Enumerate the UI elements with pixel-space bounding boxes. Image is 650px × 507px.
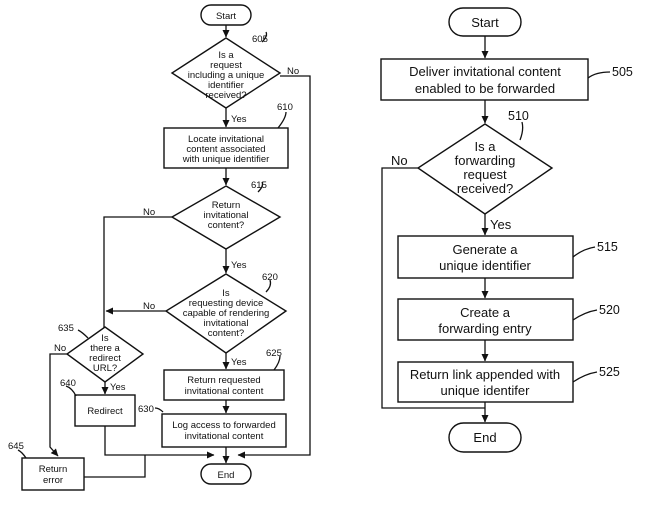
process-630-line: Log access to forwarded	[172, 420, 276, 431]
decision-635-line: URL?	[93, 363, 117, 374]
decision-635-no-label: No	[54, 343, 66, 354]
ref-640: 640	[60, 378, 76, 389]
ref-505: 505	[612, 65, 633, 79]
decision-510-yes-label: Yes	[490, 217, 512, 232]
right-flowchart: Start End Deliver invitational content e…	[381, 8, 633, 452]
decision-605-yes-label: Yes	[231, 114, 247, 125]
leader-635	[78, 330, 88, 338]
left-end-label: End	[218, 470, 235, 481]
decision-605-no-label: No	[287, 66, 299, 77]
right-start-label: Start	[471, 15, 499, 30]
decision-635-yes-label: Yes	[110, 382, 126, 393]
process-515-line: unique identifier	[439, 258, 531, 273]
decision-615-no-label: No	[143, 207, 155, 218]
ref-625: 625	[266, 348, 282, 359]
leader-515	[573, 247, 595, 257]
ref-520: 520	[599, 303, 620, 317]
ref-630: 630	[138, 404, 154, 415]
ref-525: 525	[599, 365, 620, 379]
process-630-text: Log access to forwarded invitational con…	[172, 420, 276, 442]
ref-510: 510	[508, 109, 529, 123]
process-645-line: error	[43, 475, 63, 486]
process-505-line: Deliver invitational content	[409, 64, 561, 79]
leader-520	[573, 310, 597, 320]
ref-620: 620	[262, 272, 278, 283]
decision-620-yes-label: Yes	[231, 357, 247, 368]
process-625-text: Return requested invitational content	[185, 375, 264, 397]
process-625-line: invitational content	[185, 386, 264, 397]
decision-620-line: content?	[208, 328, 244, 339]
decision-605-line: received?	[205, 90, 246, 101]
ref-605: 605	[252, 34, 268, 45]
process-515-line: Generate a	[452, 242, 518, 257]
process-625-line: Return requested	[187, 375, 260, 386]
connector-645-to-end	[84, 455, 145, 477]
process-520-line: forwarding entry	[438, 321, 532, 336]
leader-505	[588, 72, 610, 78]
process-630-line: invitational content	[185, 431, 264, 442]
process-505-line: enabled to be forwarded	[415, 81, 555, 96]
left-start-label: Start	[216, 11, 236, 22]
process-645-text: Return error	[39, 464, 68, 486]
process-645-line: Return	[39, 464, 68, 475]
left-flowchart: Start End Is a request including a uniqu…	[8, 5, 310, 490]
ref-645: 645	[8, 441, 24, 452]
leader-525	[573, 372, 597, 382]
ref-515: 515	[597, 240, 618, 254]
process-610-text: Locate invitational content associated w…	[182, 134, 270, 165]
connector-615-no	[104, 217, 172, 329]
right-end-label: End	[473, 430, 496, 445]
decision-510-no-label: No	[391, 153, 408, 168]
decision-510-line: Is a	[475, 139, 497, 154]
decision-510-line: forwarding	[455, 153, 516, 168]
leader-630	[155, 408, 163, 412]
process-520-line: Create a	[460, 305, 511, 320]
decision-620-no-label: No	[143, 301, 155, 312]
process-610-line: with unique identifier	[182, 154, 270, 165]
decision-510-line: received?	[457, 181, 513, 196]
process-525-line: unique identifer	[441, 383, 531, 398]
connector-635-no	[50, 354, 68, 456]
ref-615: 615	[251, 180, 267, 191]
decision-615-line: content?	[208, 220, 244, 231]
ref-635: 635	[58, 323, 74, 334]
leader-610	[278, 112, 286, 128]
leader-510	[520, 122, 523, 140]
process-640-line: Redirect	[87, 406, 123, 417]
ref-610: 610	[277, 102, 293, 113]
decision-615-yes-label: Yes	[231, 260, 247, 271]
process-525-line: Return link appended with	[410, 367, 560, 382]
decision-510-line: request	[463, 167, 507, 182]
